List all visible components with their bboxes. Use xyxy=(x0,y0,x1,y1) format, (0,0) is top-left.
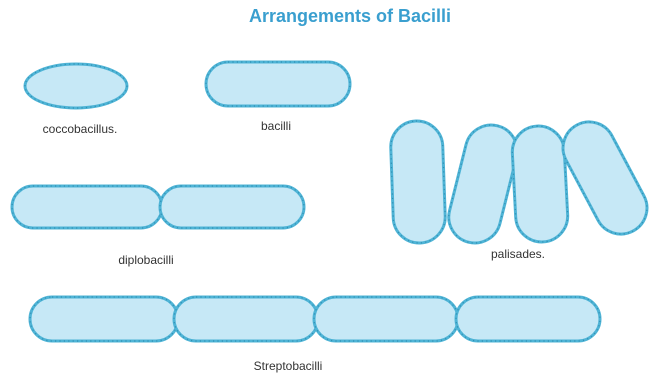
streptobacillus-cell-3 xyxy=(314,297,458,341)
bacilli-group: bacilli xyxy=(206,62,350,133)
streptobacilli-label: Streptobacilli xyxy=(254,359,323,373)
palisades-label: palisades. xyxy=(491,247,545,261)
streptobacilli-group: Streptobacilli xyxy=(30,297,600,373)
palisade-cell-3 xyxy=(511,125,569,244)
streptobacillus-cell-2 xyxy=(174,297,318,341)
palisade-cell-2 xyxy=(443,119,522,248)
palisades-group: palisades. xyxy=(390,113,650,261)
coccobacillus-group: coccobacillus. xyxy=(25,64,127,136)
diplobacillus-cell-1 xyxy=(12,186,162,228)
streptobacillus-cell-1 xyxy=(30,297,178,341)
coccobacillus-label: coccobacillus. xyxy=(43,122,118,136)
bacilli-label: bacilli xyxy=(261,119,291,133)
streptobacillus-cell-4 xyxy=(456,297,600,341)
bacillus-cell xyxy=(206,62,350,106)
palisade-cell-1 xyxy=(390,120,446,244)
diplobacilli-label: diplobacilli xyxy=(118,253,173,267)
diplobacilli-group: diplobacilli xyxy=(12,186,304,267)
diagram-title: Arrangements of Bacilli xyxy=(249,6,451,26)
diplobacillus-cell-2 xyxy=(160,186,304,228)
